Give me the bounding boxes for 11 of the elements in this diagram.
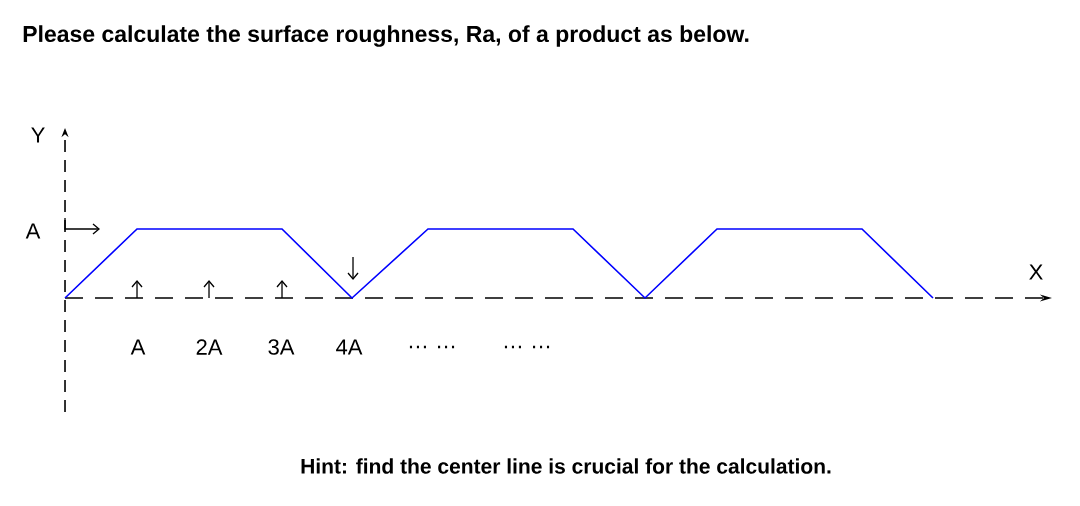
axis-label: X [1029,264,1043,280]
tick-label: 4A [336,339,363,355]
axis-label: A [25,223,41,239]
ellipsis: … … [504,345,550,349]
tick-label: 3A [268,339,295,355]
ellipsis: … … [409,345,455,349]
tick-label: 2A [196,339,223,355]
axis-label: Y [31,127,45,143]
tick-label: A [130,339,146,355]
title: Please calculate the surface roughness, Ra, of a product as below. [23,25,749,47]
hint-text: Hint: find the center line is crucial for the calculation. [301,458,831,474]
